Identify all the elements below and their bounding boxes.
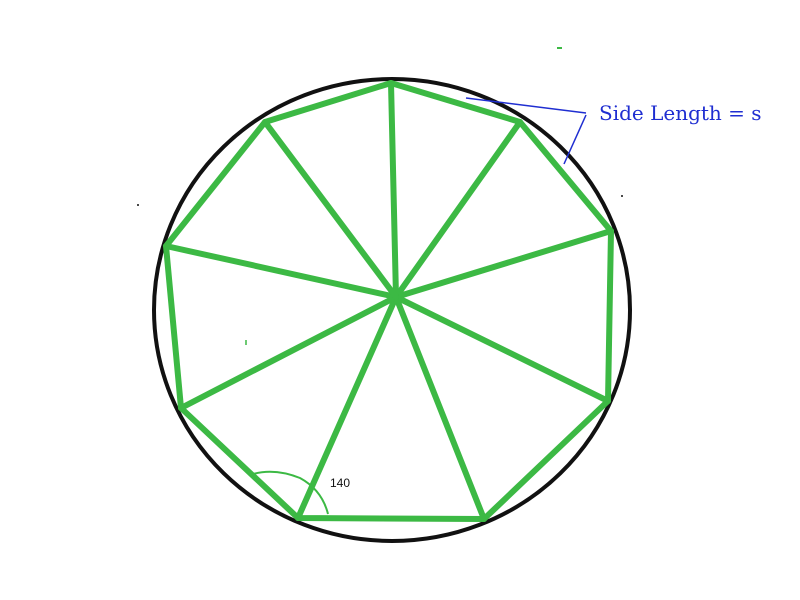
- spoke-8: [163, 243, 399, 300]
- circumscribed-circle: [152, 77, 632, 543]
- interior-angle-label: 140: [330, 476, 350, 490]
- spoke-9: [262, 119, 399, 300]
- spoke-7: [178, 294, 399, 411]
- spoke-6: [295, 294, 399, 521]
- spoke-3: [393, 228, 614, 300]
- pointer-line-top: [465, 97, 587, 114]
- spoke-1: [388, 80, 399, 300]
- interior-angle-arc: [252, 470, 329, 515]
- side-length-pointer: [465, 97, 587, 165]
- spoke-5: [393, 294, 487, 522]
- spoke-4: [393, 294, 611, 404]
- side-length-label: Side Length = s: [599, 101, 762, 125]
- stray-dot-right: [621, 195, 623, 197]
- spoke-2: [393, 119, 523, 300]
- nonagon-outline: [163, 80, 614, 522]
- spokes: [163, 80, 614, 522]
- stray-dot-left: [137, 204, 139, 206]
- pointer-line-bottom: [563, 114, 587, 165]
